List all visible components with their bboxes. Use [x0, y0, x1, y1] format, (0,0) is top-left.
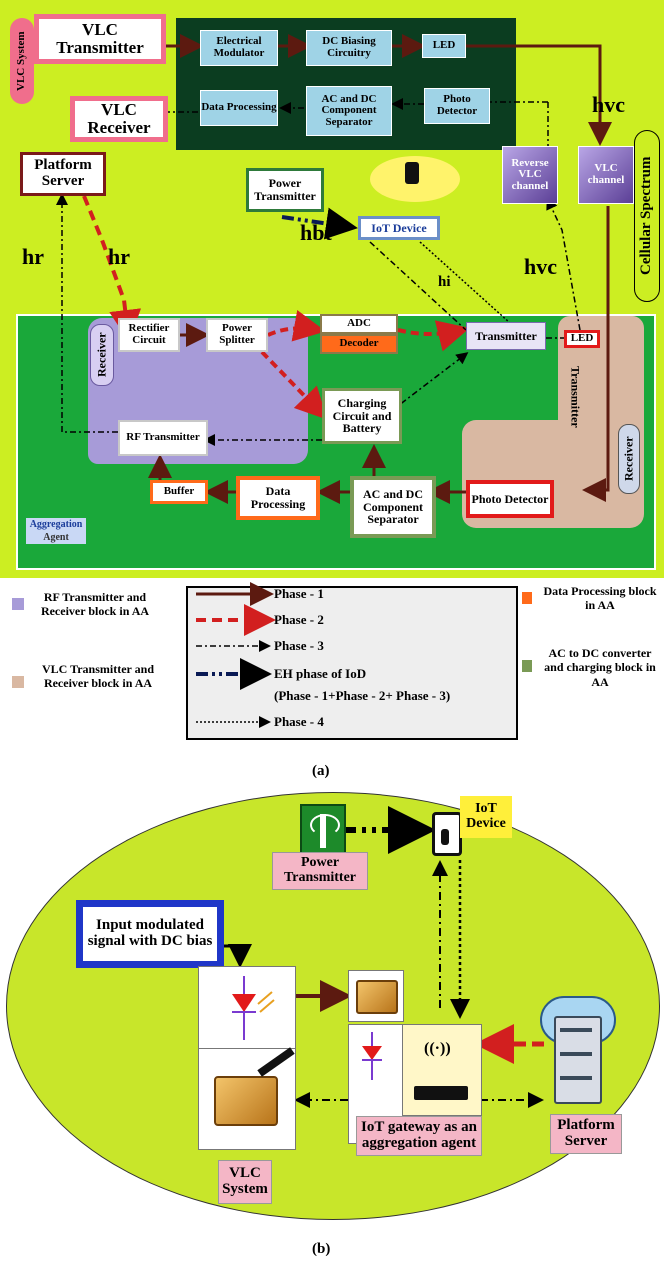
legend-phase4: Phase - 4 — [274, 714, 324, 729]
data-processing-top-box: Data Processing — [200, 90, 278, 126]
iot-device-label-b: IoT Device — [460, 796, 512, 838]
vlc-channel-box: VLC channel — [578, 146, 634, 204]
rf-transmitter-box: RF Transmitter — [118, 420, 208, 456]
vlc-receiver-box: VLC Receiver — [70, 96, 168, 142]
legend-phase2: Phase - 2 — [274, 612, 324, 627]
legend-phase3: Phase - 3 — [274, 638, 324, 653]
h-r-left-label: hr — [22, 244, 44, 269]
aggregation-agent-line1: Aggregation — [29, 519, 83, 530]
legend-vlc-block: VLC Transmitter and Receiver block in AA — [41, 662, 154, 691]
adc-box: ADC — [320, 314, 398, 334]
power-transmitter-label-b: Power Transmitter — [272, 852, 368, 890]
platform-server-label-b: Platform Server — [550, 1114, 622, 1154]
caption-a: (a) — [312, 763, 330, 779]
photo-detector-bottom-box: Photo Detector — [466, 480, 554, 518]
aggregation-agent-label: Aggregation Agent — [26, 518, 86, 544]
vlc-transmitter-box: VLC Transmitter — [34, 14, 166, 64]
legend-data-block: Data Processing block in AA — [543, 584, 657, 613]
aggregation-agent-line2: Agent — [43, 532, 69, 543]
photo-detector-top-box: Photo Detector — [424, 88, 490, 124]
iot-gateway-label: IoT gateway as an aggregation agent — [356, 1116, 482, 1156]
gateway-photodetector-icon — [356, 980, 398, 1014]
transmitter-mid-box: Transmitter — [466, 322, 546, 350]
transmitter-vertical-label: Transmitter — [568, 366, 583, 428]
legend-eh-phase: EH phase of IoD — [274, 666, 367, 681]
decoder-box: Decoder — [320, 334, 398, 354]
legend-swatch-rf — [12, 598, 24, 610]
led-right-box: LED — [564, 330, 600, 348]
legend-swatch-vlc — [12, 676, 24, 688]
h-i-label: hi — [438, 274, 451, 290]
server-rack-icon — [554, 1016, 602, 1104]
antenna-tower-icon — [300, 804, 346, 856]
router-panel — [402, 1024, 482, 1116]
legend-rf-block: RF Transmitter and Receiver block in AA — [40, 590, 150, 619]
legend-phase1: Phase - 1 — [274, 586, 324, 601]
electrical-modulator-box: Electrical Modulator — [200, 30, 278, 66]
input-signal-box: Input modulated signal with DC bias — [76, 900, 224, 968]
legend-eh-phase-detail: (Phase - 1+Phase - 2+ Phase - 3) — [274, 688, 451, 703]
wifi-router-icon — [414, 1086, 468, 1100]
platform-server-box: Platform Server — [20, 152, 106, 196]
smartphone-icon — [405, 162, 419, 184]
power-transmitter-box: Power Transmitter — [246, 168, 324, 212]
led-top-box: LED — [422, 34, 466, 58]
wifi-signal-icon: ((·)) — [424, 1040, 451, 1057]
ac-dc-separator-top-box: AC and DC Component Separator — [306, 86, 392, 136]
h-r-mid-label: hr — [108, 244, 130, 269]
caption-b: (b) — [312, 1241, 331, 1257]
data-processing-bottom-box: Data Processing — [236, 476, 320, 520]
legend-swatch-acdc — [522, 660, 532, 672]
reverse-vlc-channel-box: Reverse VLC channel — [502, 146, 558, 204]
vlc-system-label-b: VLC System — [218, 1160, 272, 1204]
power-splitter-box: Power Splitter — [206, 318, 268, 352]
iot-device-box: IoT Device — [358, 216, 440, 240]
h-vc-top-label: hvc — [592, 92, 625, 117]
dc-biasing-box: DC Biasing Circuitry — [306, 30, 392, 66]
buffer-box: Buffer — [150, 480, 208, 504]
h-bt-label: hbt — [300, 220, 332, 245]
charging-box: Charging Circuit and Battery — [322, 388, 402, 444]
rectifier-box: Rectifier Circuit — [118, 318, 180, 352]
ac-dc-separator-bottom-box: AC and DC Component Separator — [350, 476, 436, 538]
photodetector-module-icon — [214, 1076, 278, 1126]
legend-acdc-block: AC to DC converter and charging block in… — [544, 646, 656, 689]
h-vc-mid-label: hvc — [524, 254, 557, 279]
legend-swatch-data — [522, 592, 532, 604]
